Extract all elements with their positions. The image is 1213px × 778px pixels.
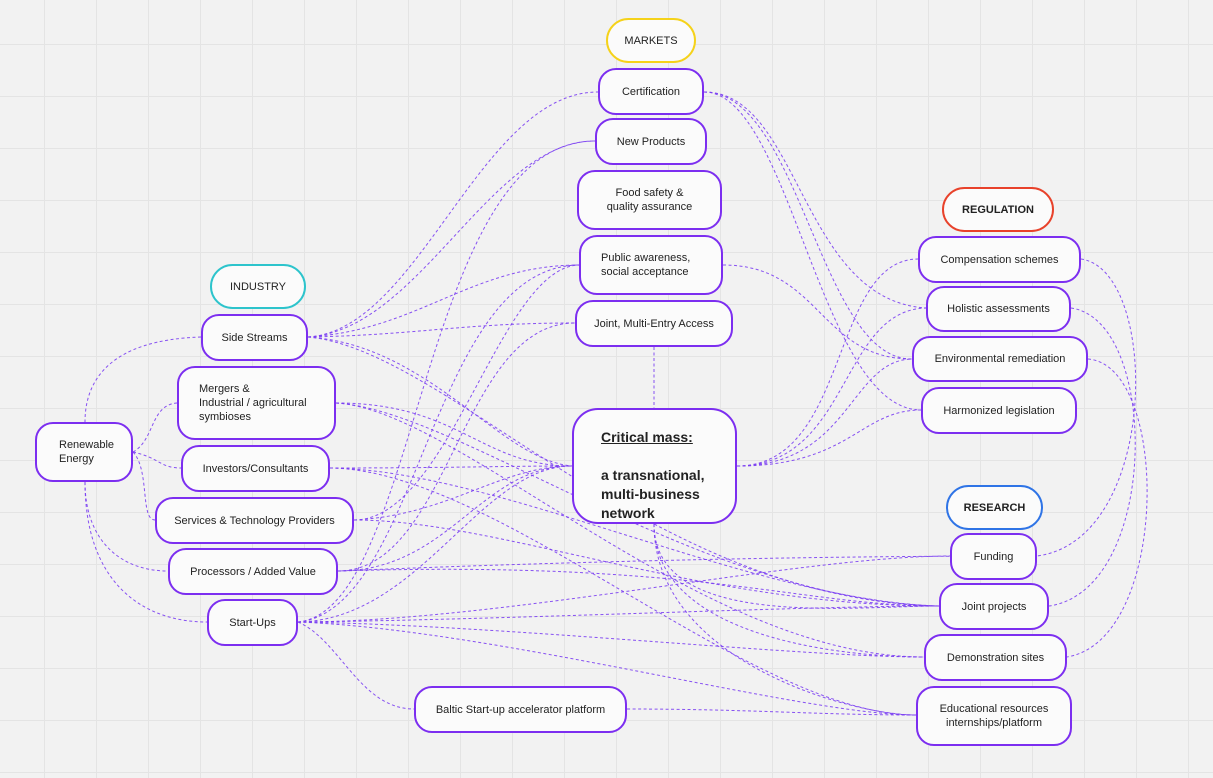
- investors-label: Investors/Consultants: [202, 462, 309, 475]
- harmonized-legislation-node[interactable]: Harmonized legislation: [921, 387, 1077, 434]
- educational-resources-label: Educational resources internships/platfo…: [939, 703, 1049, 729]
- holistic-assessments-label: Holistic assessments: [947, 303, 1050, 315]
- research-category-label: RESEARCH: [963, 501, 1026, 514]
- critical-mass-title: Critical mass:: [601, 429, 693, 445]
- connector: [307, 322, 576, 338]
- connector: [307, 336, 573, 467]
- critical-mass-text: Critical mass: a transnational, multi-bu…: [601, 409, 704, 523]
- connector: [626, 708, 917, 716]
- renewable-energy-label: Renewable Energy: [59, 439, 115, 465]
- connector: [335, 402, 573, 467]
- research-category[interactable]: RESEARCH: [946, 485, 1043, 530]
- connector: [353, 264, 581, 521]
- connector: [297, 465, 573, 623]
- critical-mass-subtitle: a transnational, multi-business network: [601, 467, 705, 521]
- industry-category-label: INDUSTRY: [229, 280, 287, 293]
- connector: [653, 523, 925, 658]
- connector: [297, 264, 581, 623]
- funding-label: Funding: [973, 550, 1014, 563]
- connector: [132, 451, 156, 521]
- connector: [722, 264, 913, 360]
- side-streams-label: Side Streams: [221, 331, 288, 344]
- environmental-remediation-label: Environmental remediation: [934, 353, 1066, 365]
- regulation-category-label: REGULATION: [962, 203, 1034, 216]
- demonstration-sites-label: Demonstration sites: [946, 651, 1045, 664]
- connector: [736, 258, 919, 467]
- connector: [297, 555, 951, 623]
- connector: [297, 140, 596, 623]
- connector: [297, 621, 925, 658]
- processors-node[interactable]: Processors / Added Value: [168, 548, 338, 595]
- connector: [297, 621, 415, 710]
- environmental-remediation-node[interactable]: Environmental remediation: [912, 336, 1088, 382]
- joint-access-label: Joint, Multi-Entry Access: [594, 317, 714, 330]
- joint-access-node[interactable]: Joint, Multi-Entry Access: [575, 300, 733, 347]
- certification-label: Certification: [621, 85, 681, 98]
- industry-category[interactable]: INDUSTRY: [210, 264, 306, 309]
- connector: [703, 91, 913, 360]
- connector: [736, 358, 913, 467]
- connector: [307, 140, 596, 338]
- connector: [297, 605, 940, 623]
- connector: [307, 91, 599, 338]
- joint-projects-node[interactable]: Joint projects: [939, 583, 1049, 630]
- side-streams-node[interactable]: Side Streams: [201, 314, 308, 361]
- mergers-label: Mergers & Industrial / agricultural symb…: [199, 383, 307, 423]
- new-products-label: New Products: [616, 135, 686, 148]
- public-awareness-node[interactable]: Public awareness, social acceptance: [579, 235, 723, 295]
- compensation-schemes-node[interactable]: Compensation schemes: [918, 236, 1081, 283]
- regulation-category[interactable]: REGULATION: [942, 187, 1054, 232]
- critical-mass-node[interactable]: Critical mass: a transnational, multi-bu…: [572, 408, 737, 524]
- compensation-schemes-label: Compensation schemes: [940, 253, 1059, 266]
- food-safety-node[interactable]: Food safety & quality assurance: [577, 170, 722, 230]
- connector: [1066, 358, 1148, 658]
- markets-category-label: MARKETS: [624, 34, 678, 47]
- connector: [353, 465, 573, 521]
- public-awareness-label: Public awareness, social acceptance: [601, 252, 691, 278]
- connector: [703, 91, 927, 309]
- funding-node[interactable]: Funding: [950, 533, 1037, 580]
- startups-node[interactable]: Start-Ups: [207, 599, 298, 646]
- connector: [307, 264, 581, 338]
- investors-node[interactable]: Investors/Consultants: [181, 445, 330, 492]
- educational-resources-node[interactable]: Educational resources internships/platfo…: [916, 686, 1072, 746]
- connector: [653, 523, 917, 716]
- food-safety-label: Food safety & quality assurance: [606, 187, 693, 213]
- joint-projects-label: Joint projects: [961, 600, 1027, 613]
- connector: [337, 465, 573, 572]
- baltic-accelerator-node[interactable]: Baltic Start-up accelerator platform: [414, 686, 627, 733]
- startups-label: Start-Ups: [229, 616, 276, 629]
- harmonized-legislation-label: Harmonized legislation: [943, 404, 1055, 417]
- connector: [653, 523, 940, 609]
- connector: [736, 409, 922, 467]
- mergers-node[interactable]: Mergers & Industrial / agricultural symb…: [177, 366, 336, 440]
- certification-node[interactable]: Certification: [598, 68, 704, 115]
- connector: [337, 555, 1038, 572]
- services-node[interactable]: Services & Technology Providers: [155, 497, 354, 544]
- connector: [703, 91, 922, 411]
- connector: [736, 307, 927, 467]
- connector: [337, 568, 940, 607]
- markets-category[interactable]: MARKETS: [606, 18, 696, 63]
- renewable-energy-node[interactable]: Renewable Energy: [35, 422, 133, 482]
- holistic-assessments-node[interactable]: Holistic assessments: [926, 286, 1071, 332]
- connector: [329, 465, 573, 469]
- connector: [132, 402, 178, 453]
- processors-label: Processors / Added Value: [190, 565, 316, 578]
- connector: [337, 322, 576, 572]
- services-label: Services & Technology Providers: [174, 514, 335, 527]
- new-products-node[interactable]: New Products: [595, 118, 707, 165]
- connector: [353, 519, 940, 607]
- baltic-accelerator-label: Baltic Start-up accelerator platform: [435, 703, 606, 716]
- demonstration-sites-node[interactable]: Demonstration sites: [924, 634, 1067, 681]
- connector: [132, 451, 182, 469]
